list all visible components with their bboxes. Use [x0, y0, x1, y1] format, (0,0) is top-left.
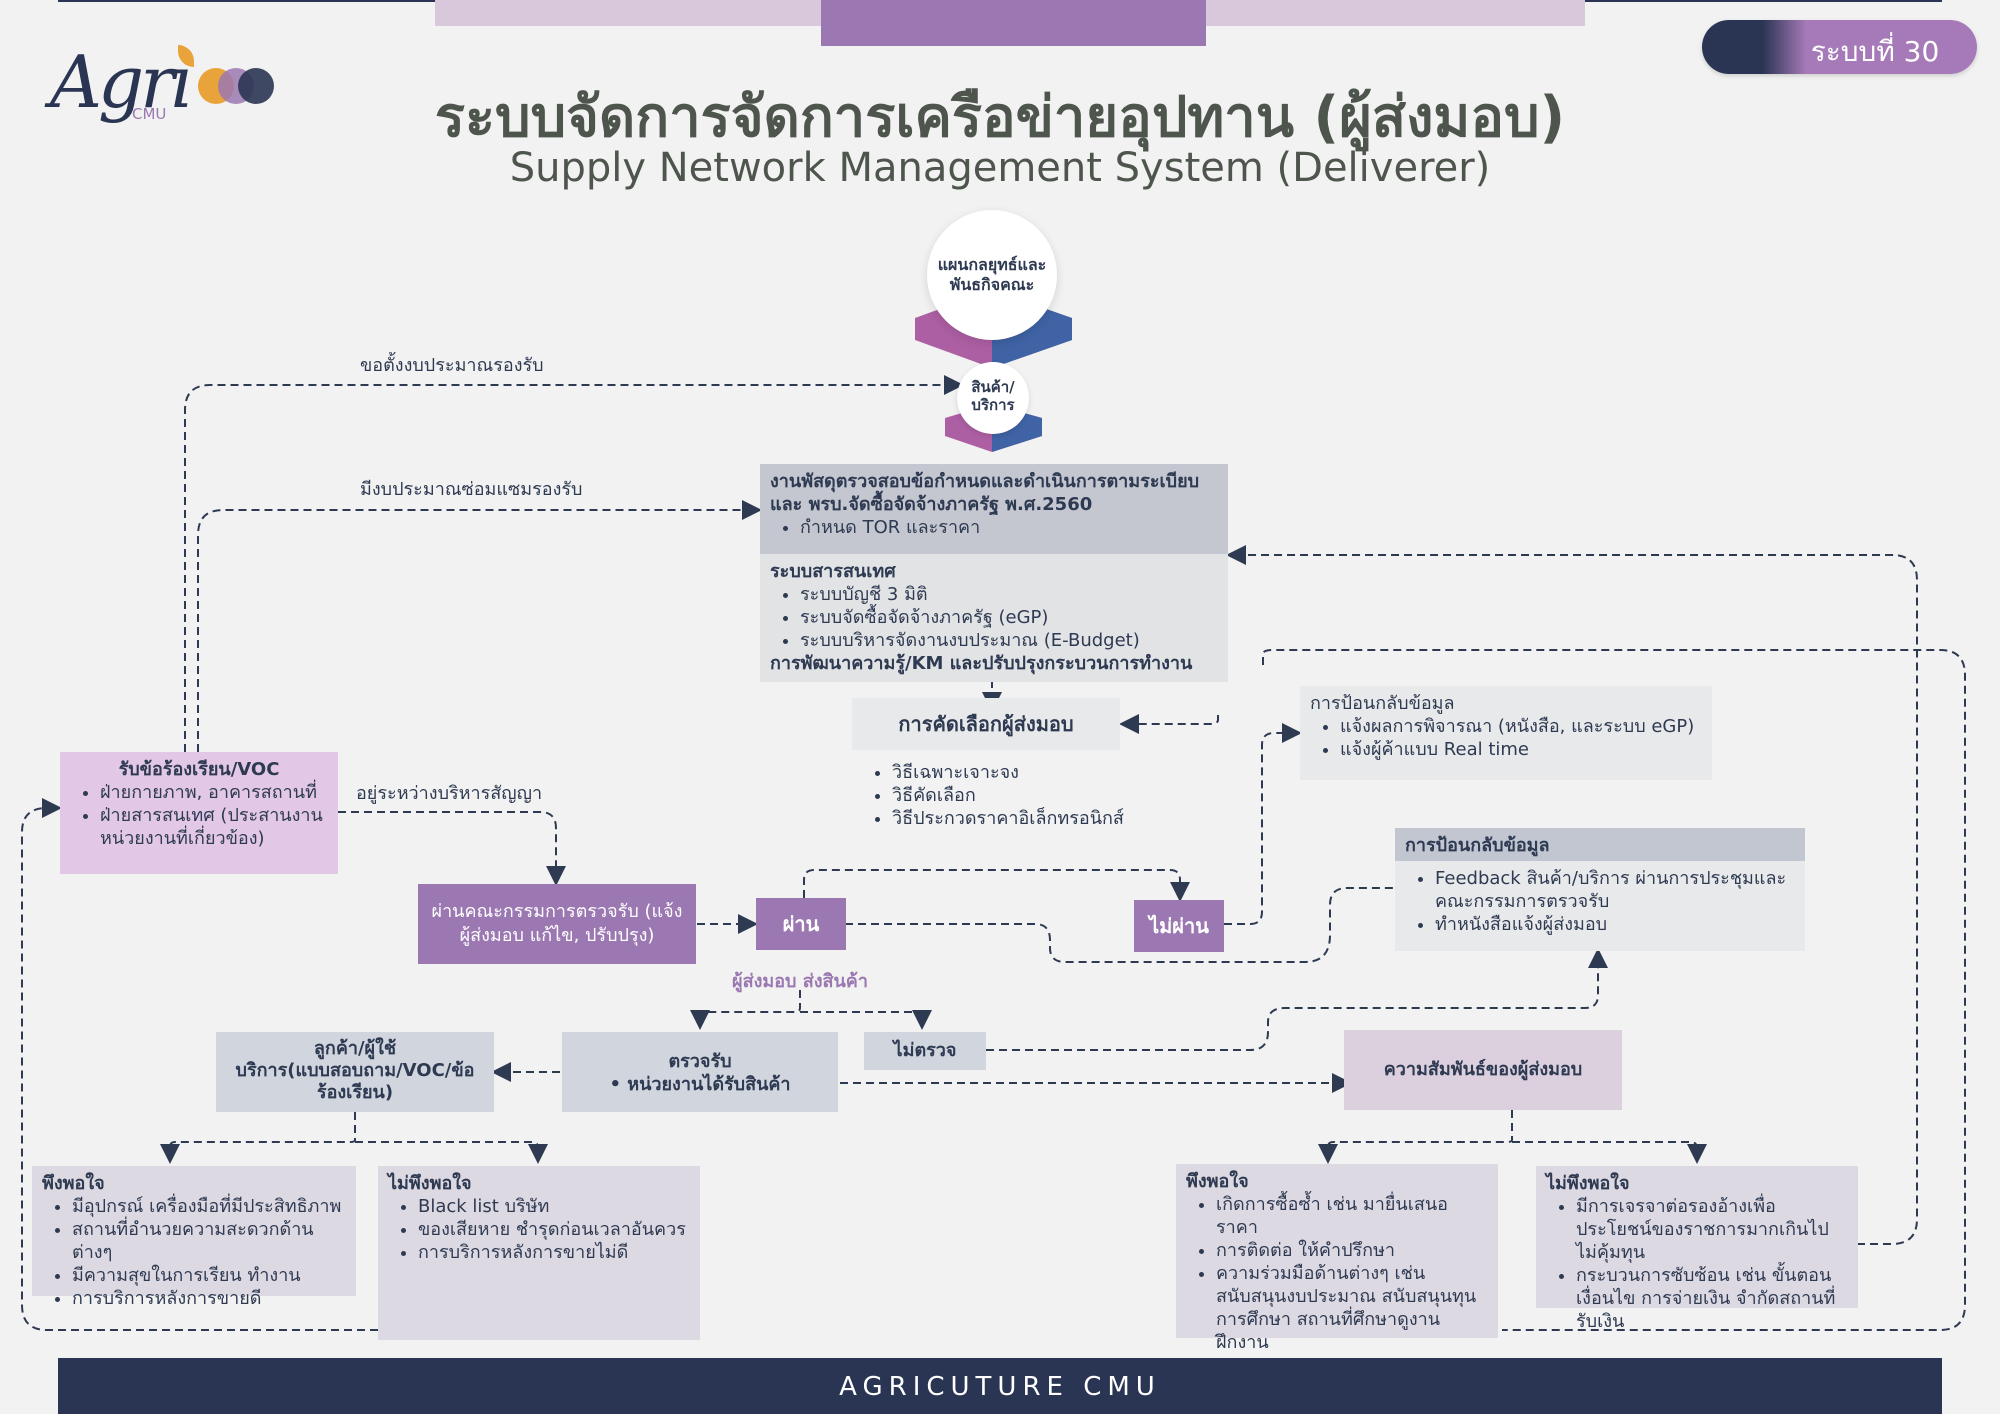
- complaint-voc-box: รับข้อร้องเรียน/VOC ฝ่ายกายภาพ, อาคารสถา…: [60, 752, 338, 874]
- it-system-title: ระบบสารสนเทศ: [770, 561, 896, 582]
- satisfied-left-title: พึงพอใจ: [42, 1173, 105, 1194]
- footer-label: AGRICUTURE CMU: [839, 1372, 1161, 1402]
- feedback-box-2: Feedback สินค้า/บริการ ผ่านการประชุมและค…: [1395, 861, 1805, 951]
- logo-cmu: CMU: [132, 105, 167, 123]
- label-contract: อยู่ระหว่างบริหารสัญญา: [356, 783, 543, 804]
- it-item: ระบบบัญชี 3 มิติ: [800, 583, 1218, 606]
- complaint-title: รับข้อร้องเรียน/VOC: [118, 759, 280, 780]
- satisfied-right-title: พึงพอใจ: [1186, 1171, 1249, 1192]
- unsatisfied-right-box: ไม่พึงพอใจ มีการเจรจาต่อรองอ้างเพื่อประโ…: [1536, 1166, 1858, 1332]
- no-inspect-box: ไม่ตรวจ: [864, 1032, 986, 1070]
- procurement-title: งานพัสดุตรวจสอบข้อกำหนดและดำเนินการตามระ…: [770, 471, 1200, 515]
- unsatisfied-left-item: การบริการหลังการขายไม่ดี: [418, 1241, 690, 1264]
- fail-box: ไม่ผ่าน: [1134, 900, 1224, 952]
- satisfied-left-item: สถานที่อำนวยความสะดวกด้านต่างๆ: [72, 1218, 346, 1264]
- committee-box: ผ่านคณะกรรมการตรวจรับ (แจ้งผู้ส่งมอบ แก้…: [418, 884, 696, 964]
- hub-strategy-circle: [927, 210, 1057, 340]
- footer-bar: [58, 1358, 1942, 1414]
- page-title: ระบบจัดการจัดการเครือข่ายอุปทาน (ผู้ส่งม…: [434, 85, 1566, 150]
- inspect-title: ตรวจรับ: [668, 1051, 732, 1072]
- unsatisfied-left-title: ไม่พึงพอใจ: [388, 1173, 472, 1194]
- feedback-box-1: การป้อนกลับข้อมูล แจ้งผลการพิจารณา (หนัง…: [1300, 686, 1712, 780]
- satisfied-left-item: การบริการหลังการขายดี: [72, 1287, 346, 1310]
- unsatisfied-left-item: ของเสียหาย ชำรุดก่อนเวลาอันควร: [418, 1218, 690, 1241]
- page-subtitle: Supply Network Management System (Delive…: [509, 145, 1491, 191]
- label-repair-budget: มีงบประมาณซ่อมแซมรองรับ: [360, 479, 583, 500]
- hub-strategy-label: แผนกลยุทธ์และพันธกิจคณะ: [937, 255, 1047, 294]
- satisfied-right-item: ความร่วมมือด้านต่างๆ เช่น สนับสนุนงบประม…: [1216, 1262, 1488, 1354]
- selection-method: วิธีประกวดราคาอิเล็กทรอนิกส์: [892, 807, 1172, 830]
- satisfied-left-item: มีความสุขในการเรียน ทำงาน: [72, 1264, 346, 1287]
- km-line: การพัฒนาความรู้/KM และปรับปรุงกระบวนการท…: [770, 653, 1193, 674]
- hub-product-circle: [957, 362, 1029, 434]
- feedback-2-item: Feedback สินค้า/บริการ ผ่านการประชุมและค…: [1435, 867, 1795, 913]
- procurement-tor: กำหนด TOR และราคา: [800, 516, 1218, 539]
- feedback-1-item: แจ้งผู้ค้าแบบ Real time: [1340, 738, 1702, 761]
- customer-voc-box: ลูกค้า/ผู้ใช้บริการ(แบบสอบถาม/VOC/ข้อร้อ…: [216, 1032, 494, 1112]
- inspect-item-text: หน่วยงานได้รับสินค้า: [627, 1074, 791, 1095]
- feedback-2-item: ทำหนังสือแจ้งผู้ส่งมอบ: [1435, 913, 1795, 936]
- satisfied-right-item: การติดต่อ ให้คำปรึกษา: [1216, 1239, 1488, 1262]
- procurement-header: งานพัสดุตรวจสอบข้อกำหนดและดำเนินการตามระ…: [760, 464, 1228, 554]
- unsatisfied-left-box: ไม่พึงพอใจ Black list บริษัท ของเสียหาย …: [378, 1166, 700, 1340]
- deliver-label: ผู้ส่งมอบ ส่งสินค้า: [732, 971, 868, 992]
- top-banner-dark: [821, 0, 1206, 46]
- it-item: ระบบจัดซื้อจัดจ้างภาครัฐ (eGP): [800, 606, 1218, 629]
- label-reserve-budget: ขอตั้งงบประมาณรองรับ: [360, 355, 544, 376]
- it-item: ระบบบริหารจัดงานงบประมาณ (E-Budget): [800, 629, 1218, 652]
- feedback-2-title: การป้อนกลับข้อมูล: [1395, 828, 1805, 861]
- inspect-box: ตรวจรับ • หน่วยงานได้รับสินค้า: [562, 1032, 838, 1112]
- selection-method: วิธีเฉพาะเจาะจง: [892, 761, 1172, 784]
- supplier-selection-box: การคัดเลือกผู้ส่งมอบ: [852, 698, 1120, 750]
- selection-method: วิธีคัดเลือก: [892, 784, 1172, 807]
- selection-methods: วิธีเฉพาะเจาะจง วิธีคัดเลือก วิธีประกวดร…: [852, 755, 1182, 836]
- unsatisfied-left-item: Black list บริษัท: [418, 1195, 690, 1218]
- hub-product-label: สินค้า/บริการ: [971, 378, 1015, 414]
- procurement-body: ระบบสารสนเทศ ระบบบัญชี 3 มิติ ระบบจัดซื้…: [760, 554, 1228, 682]
- system-number-label: ระบบที่ 30: [1810, 35, 1940, 68]
- complaint-item: ฝ่ายสารสนเทศ (ประสานงานหน่วยงานที่เกี่ยว…: [100, 804, 328, 850]
- unsatisfied-right-item: กระบวนการซับซ้อน เช่น ขั้นตอน เงื่อนไข ก…: [1576, 1264, 1848, 1333]
- feedback-1-title: การป้อนกลับข้อมูล: [1310, 693, 1455, 714]
- feedback-1-item: แจ้งผลการพิจารณา (หนังสือ, และระบบ eGP): [1340, 715, 1702, 738]
- inspect-item: • หน่วยงานได้รับสินค้า: [609, 1074, 791, 1095]
- satisfied-left-item: มีอุปกรณ์ เครื่องมือที่มีประสิทธิภาพ: [72, 1195, 346, 1218]
- satisfied-left-box: พึงพอใจ มีอุปกรณ์ เครื่องมือที่มีประสิทธ…: [32, 1166, 356, 1309]
- complaint-item: ฝ่ายกายภาพ, อาคารสถานที่: [100, 781, 328, 804]
- logo-circle-navy-icon: [238, 68, 274, 104]
- supplier-relation-box: ความสัมพันธ์ของผู้ส่งมอบ: [1344, 1030, 1622, 1110]
- unsatisfied-right-item: มีการเจรจาต่อรองอ้างเพื่อประโยชน์ของราชก…: [1576, 1195, 1848, 1264]
- pass-box: ผ่าน: [756, 898, 846, 950]
- system-number-badge: [1702, 20, 1977, 74]
- satisfied-right-item: เกิดการซื้อซ้ำ เช่น มายื่นเสนอราคา: [1216, 1193, 1488, 1239]
- logo-leaf-icon: [178, 45, 194, 67]
- agri-logo: Agri: [50, 40, 194, 124]
- unsatisfied-right-title: ไม่พึงพอใจ: [1546, 1173, 1630, 1194]
- satisfied-right-box: พึงพอใจ เกิดการซื้อซ้ำ เช่น มายื่นเสนอรา…: [1176, 1164, 1498, 1353]
